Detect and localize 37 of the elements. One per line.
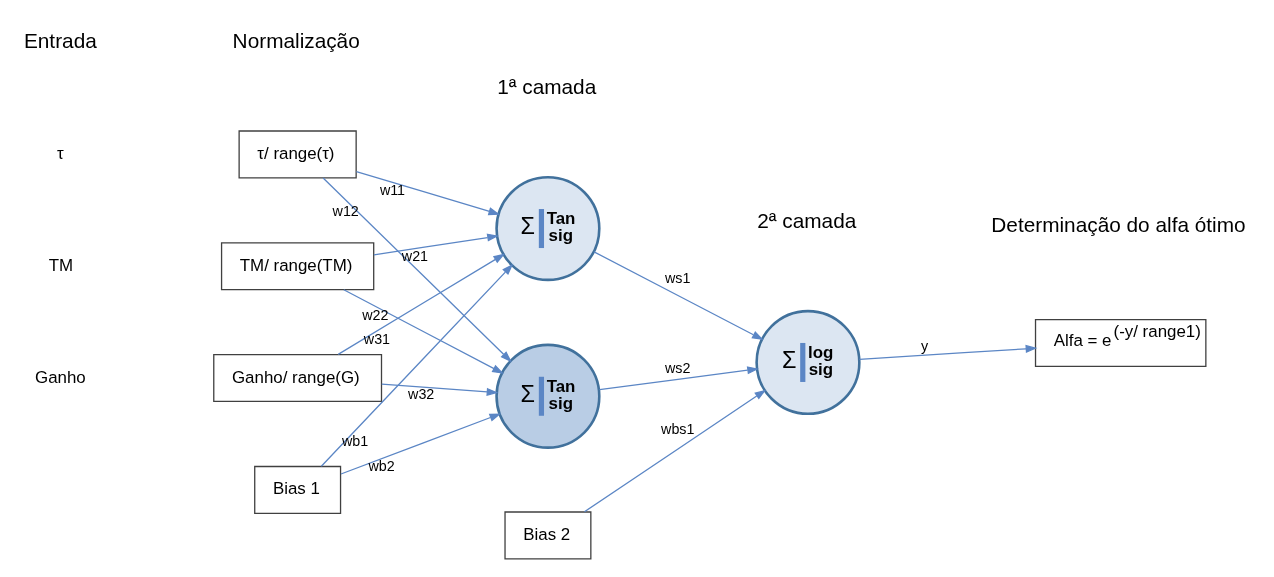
node-box: Bias 2 [504, 510, 592, 559]
node-box: TM/ range(TM) [220, 241, 375, 290]
edge-label: w31 [363, 330, 391, 347]
arrow [340, 412, 502, 475]
arrow [598, 365, 759, 390]
arrow [320, 263, 514, 467]
arrow [593, 250, 764, 340]
arrow [322, 176, 512, 362]
label: Normalização [232, 28, 360, 52]
arrow [343, 288, 504, 374]
label: Determinação do alfa ótimo [991, 212, 1246, 236]
edge-label: w11 [379, 181, 406, 198]
arrow [858, 344, 1038, 360]
edge-label: w32 [408, 385, 435, 402]
edge-label: wb1 [341, 432, 369, 449]
arrow [337, 253, 506, 355]
edge-label: y [921, 337, 929, 353]
arrow [355, 170, 501, 215]
label: 2ª camada [757, 208, 857, 232]
arrow [373, 233, 499, 255]
arrow [381, 383, 499, 396]
edge-label: wb2 [368, 457, 395, 474]
label: TM [48, 255, 74, 275]
edge-label: wbs1 [661, 420, 695, 437]
edge-label: w21 [401, 247, 429, 264]
label: 1ª camada [497, 74, 597, 98]
node-box: τ/ range(τ) [238, 129, 357, 178]
edge-label: ws1 [664, 269, 691, 286]
label: τ [57, 143, 64, 163]
arrow [583, 389, 767, 512]
edge-label: w22 [362, 306, 389, 323]
label: Ganho [34, 366, 86, 386]
node-box: Bias 1 [254, 465, 342, 514]
label: Entrada [23, 28, 97, 52]
node-box: Ganho/ range(G) [213, 353, 383, 402]
edge-label: ws2 [664, 359, 691, 376]
edge-label: w12 [332, 202, 359, 219]
